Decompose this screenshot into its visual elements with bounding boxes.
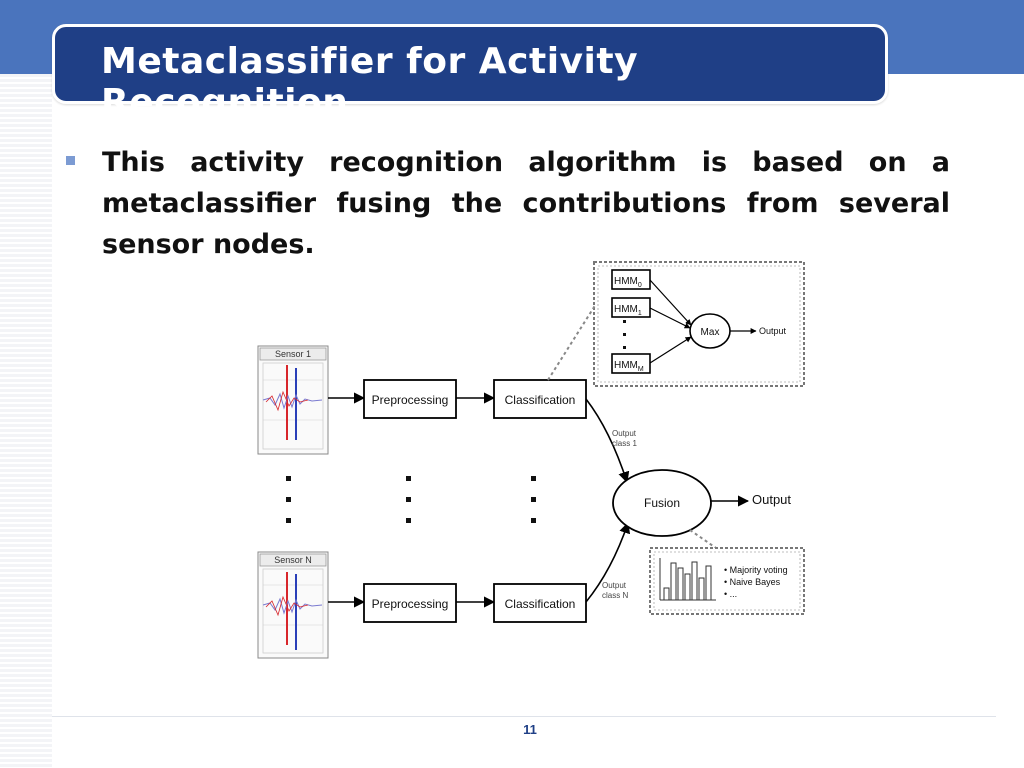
bullet-text: This activity recognition algorithm is b… bbox=[102, 147, 950, 260]
arrow-classN-to-fusion bbox=[585, 521, 631, 603]
preprocessing-box-top: Preprocessing bbox=[363, 379, 457, 419]
svg-text:Preprocessing: Preprocessing bbox=[372, 393, 449, 407]
slide-title: Metaclassifier for Activity Recognition bbox=[101, 41, 639, 123]
page-number: 11 bbox=[523, 722, 537, 737]
svg-text:Preprocessing: Preprocessing bbox=[372, 597, 449, 611]
svg-text:• Majority voting • Naiv: • Majority voting • Naive Bayes • ... bbox=[724, 565, 790, 599]
hmm-inset: HMM0 HMM1 HMMM Max Output bbox=[593, 261, 805, 387]
classification-box-top: Classification bbox=[493, 379, 587, 419]
title-box: Metaclassifier for Activity Recognition bbox=[52, 24, 888, 123]
ellipsis-dots bbox=[286, 476, 536, 523]
left-stripe-margin bbox=[0, 74, 52, 768]
svg-text:HMMM: HMMM bbox=[614, 360, 644, 373]
svg-text:Classification: Classification bbox=[505, 597, 576, 611]
output-class-1-label: Output class 1 bbox=[612, 429, 638, 448]
sensor-n-label: Sensor N bbox=[274, 555, 312, 565]
mini-bar-chart-icon bbox=[663, 561, 712, 601]
svg-text:Fusion: Fusion bbox=[644, 496, 680, 510]
max-output-label: Output bbox=[759, 326, 787, 336]
sensor-1-label: Sensor 1 bbox=[275, 349, 311, 359]
svg-text:HMM1: HMM1 bbox=[614, 304, 642, 317]
fusion-node: Fusion bbox=[612, 469, 712, 537]
preprocessing-box-bottom: Preprocessing bbox=[363, 583, 457, 623]
fusion-output-label: Output bbox=[752, 492, 791, 507]
fusion-methods-connector bbox=[689, 529, 717, 549]
max-label: Max bbox=[701, 327, 720, 338]
svg-text:Classification: Classification bbox=[505, 393, 576, 407]
arrow-class1-to-fusion bbox=[585, 398, 630, 484]
hmm-connector bbox=[547, 303, 597, 381]
fusion-methods-inset: • Majority voting • Naive Bayes • ... bbox=[649, 547, 805, 615]
sensor-1-panel: Sensor 1 bbox=[257, 345, 329, 455]
footer-divider bbox=[52, 716, 996, 717]
sensor-n-panel: Sensor N bbox=[257, 551, 329, 659]
classification-box-bottom: Classification bbox=[493, 583, 587, 623]
bullet-square-icon bbox=[66, 156, 75, 165]
output-class-n-label: Output class N bbox=[602, 581, 628, 600]
svg-text:HMM0: HMM0 bbox=[614, 276, 642, 289]
